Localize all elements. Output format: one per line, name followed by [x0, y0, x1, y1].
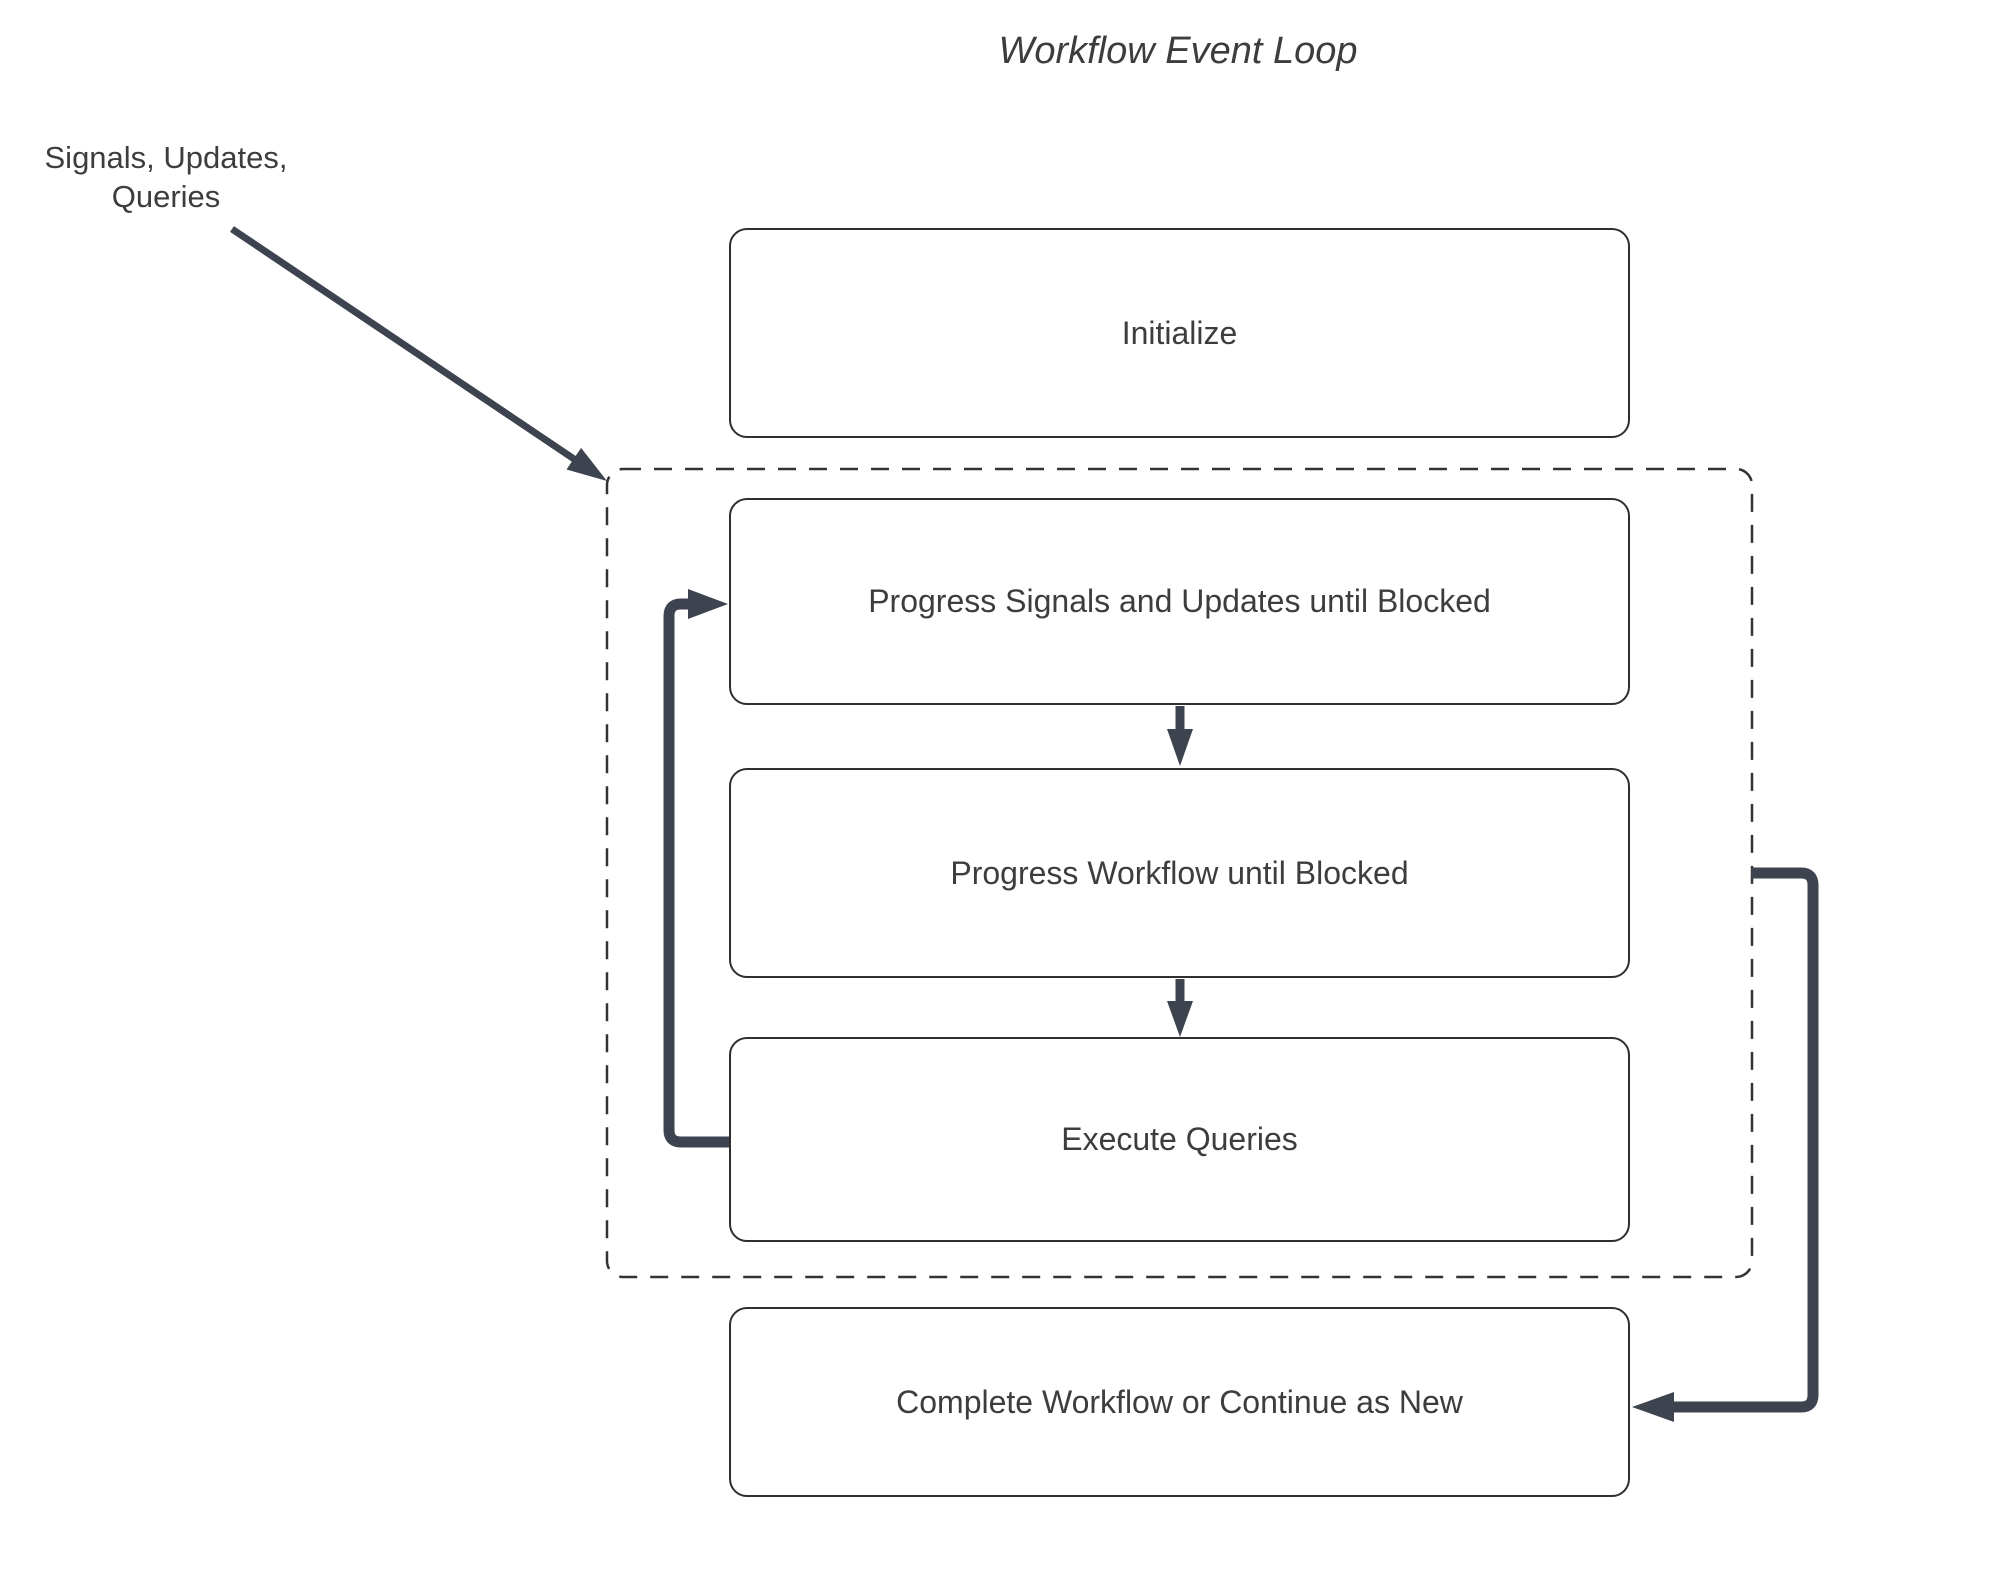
- node-execute-queries-label: Execute Queries: [1061, 1121, 1298, 1157]
- arrow-progress-workflow-to-execute-queries: [1167, 979, 1193, 1037]
- node-complete-workflow-or-continue-as-new: Complete Workflow or Continue as New: [729, 1307, 1630, 1497]
- node-complete-workflow-or-continue-as-new-label: Complete Workflow or Continue as New: [896, 1383, 1463, 1420]
- signals-input-arrow: [230, 226, 607, 481]
- signals-updates-queries-label-line1: Signals, Updates,: [44, 140, 288, 175]
- node-execute-queries: Execute Queries: [729, 1037, 1630, 1242]
- node-initialize-label: Initialize: [1121, 314, 1238, 351]
- node-progress-workflow: Progress Workflow until Blocked: [729, 768, 1630, 978]
- node-progress-signals-and-updates: Progress Signals and Updates until Block…: [729, 498, 1630, 705]
- signals-updates-queries-label-line2: Queries: [111, 179, 221, 214]
- node-progress-workflow-label: Progress Workflow until Blocked: [950, 854, 1409, 891]
- loopback-arrow-execute-queries-to-progress-signals: [663, 589, 729, 1148]
- diagram-title: Workflow Event Loop: [998, 30, 1358, 72]
- node-initialize: Initialize: [729, 228, 1630, 438]
- signals-updates-queries-label: Signals, Updates, Queries: [20, 138, 312, 216]
- arrow-progress-signals-to-progress-workflow: [1167, 706, 1193, 766]
- node-progress-signals-and-updates-label: Progress Signals and Updates until Block…: [868, 583, 1491, 619]
- arrow-event-loop-to-complete-workflow: [1632, 867, 1819, 1422]
